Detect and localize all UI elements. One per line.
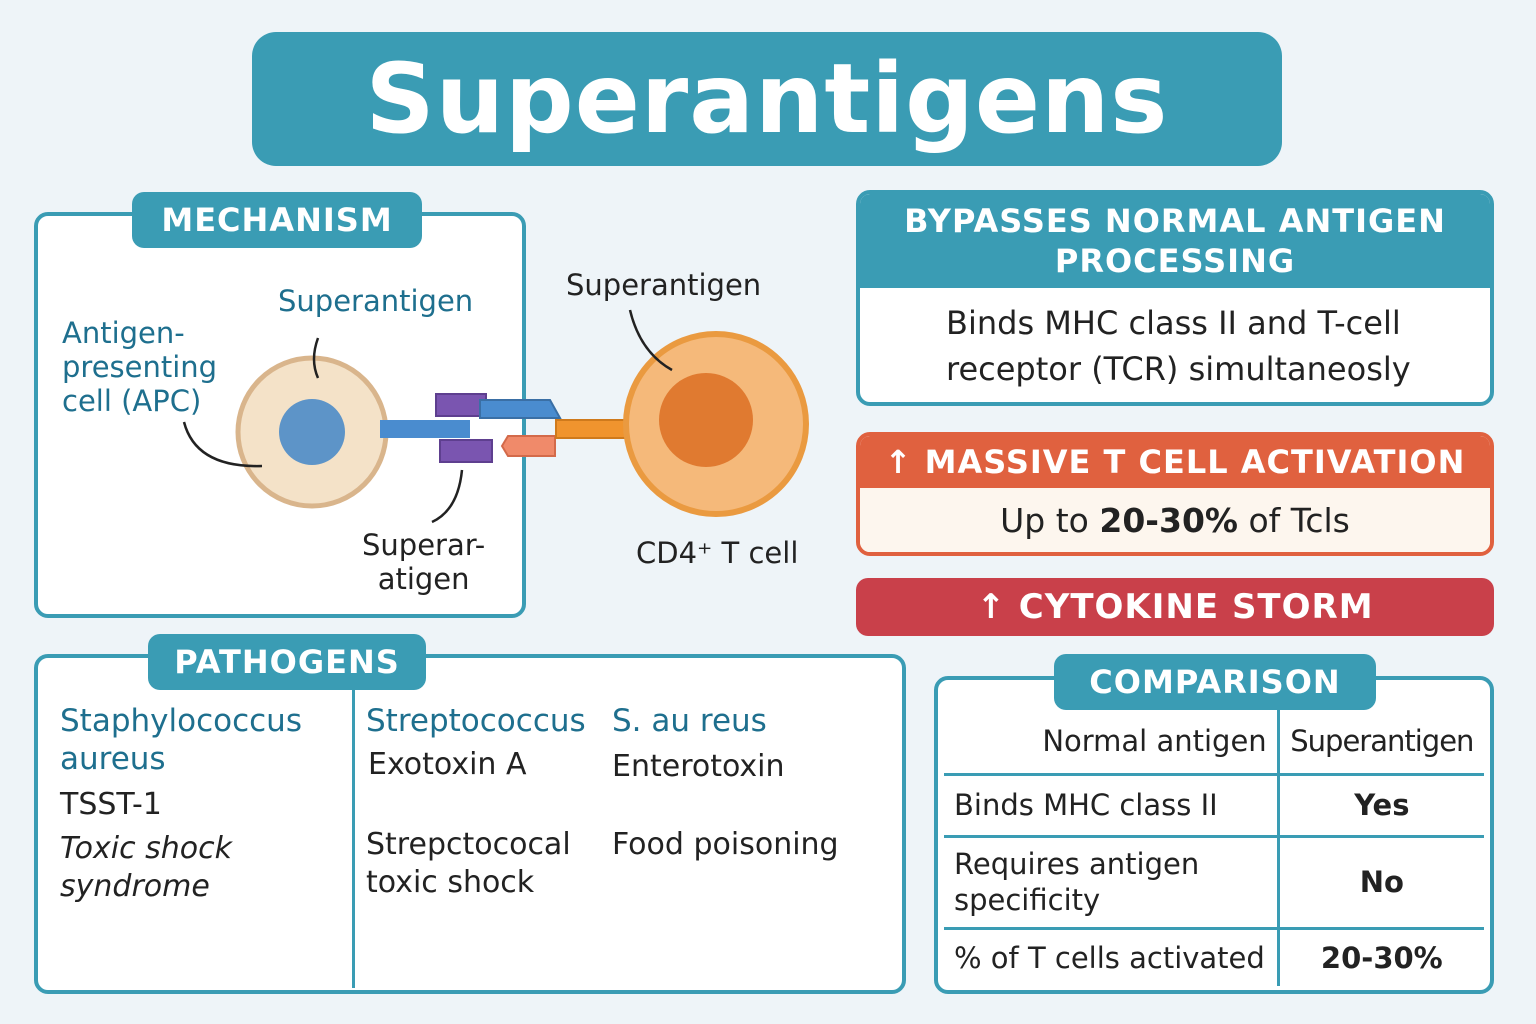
activation-body-prefix: Up to xyxy=(1000,500,1100,540)
comparison-header-super: Superantigen xyxy=(1276,710,1484,776)
apc-nucleus xyxy=(279,399,345,465)
comparison-row-value: No xyxy=(1276,834,1484,930)
table-row: % of T cells activated 20-30% xyxy=(944,926,1484,986)
pathogen-2-name: Streptococcus xyxy=(366,703,586,739)
superantigen-label-top: Superantigen xyxy=(278,284,474,318)
comparison-row-label: Binds MHC class II xyxy=(944,772,1280,838)
activation-card: ↑ MASSIVE T CELL ACTIVATION Up to 20-30%… xyxy=(856,432,1494,556)
pathogens-tab: PATHOGENS xyxy=(148,634,426,690)
activation-body-value: 20-30% xyxy=(1099,500,1238,540)
superantigen-label-bottom: Superar- atigen xyxy=(362,528,486,596)
tcell-label: CD4⁺ T cell xyxy=(636,536,799,570)
apc-label: Antigen- presenting cell (APC) xyxy=(62,316,218,418)
pathogen-1-name: Staphylococcus aureus xyxy=(60,703,302,777)
pathogen-2-disease: Strepctococal toxic shock xyxy=(366,827,571,900)
comparison-row-value: 20-30% xyxy=(1276,926,1484,986)
comparison-tab: COMPARISON xyxy=(1054,654,1376,710)
comparison-table: Normal antigen Superantigen Binds MHC cl… xyxy=(944,710,1484,986)
pathogen-3-disease: Food poisoning xyxy=(612,827,839,862)
superantigen-complex xyxy=(380,393,627,463)
comparison-tab-label: COMPARISON xyxy=(1089,663,1341,701)
pathogens-panel xyxy=(34,654,906,994)
tcell-nucleus xyxy=(659,373,753,467)
table-row: Requires antigen specificity No xyxy=(944,834,1484,930)
pathogen-3-name: S. au reus xyxy=(612,703,767,739)
activation-body: Up to 20-30% of Tcls xyxy=(860,488,1490,552)
activation-heading-bar: ↑ MASSIVE T CELL ACTIVATION xyxy=(860,436,1490,488)
title-banner: Superantigens xyxy=(252,32,1282,166)
page-title: Superantigens xyxy=(365,43,1169,155)
comparison-panel: Normal antigen Superantigen Binds MHC cl… xyxy=(934,676,1494,994)
mechanism-tab: MECHANISM xyxy=(132,192,422,248)
pathogens-divider xyxy=(352,684,355,988)
bypasses-body: Binds MHC class II and T-cell receptor (… xyxy=(946,304,1411,388)
comparison-row-label: Requires antigen specificity xyxy=(944,834,1280,930)
comparison-header-row: Normal antigen Superantigen xyxy=(944,710,1484,776)
pathogen-1-toxin: TSST-1 xyxy=(60,787,162,822)
bypasses-heading-bar: BYPASSES NORMAL ANTIGEN PROCESSING xyxy=(860,194,1490,288)
pathogen-2-toxin: Exotoxin A xyxy=(368,747,527,782)
bypasses-heading: BYPASSES NORMAL ANTIGEN PROCESSING xyxy=(904,202,1446,280)
pathogen-1-disease: Toxic shock syndrome xyxy=(60,831,232,904)
bypasses-card: BYPASSES NORMAL ANTIGEN PROCESSING Binds… xyxy=(856,190,1494,406)
pathogens-tab-label: PATHOGENS xyxy=(174,643,400,681)
cytokine-heading: ↑ CYTOKINE STORM xyxy=(976,587,1374,627)
table-row: Binds MHC class II Yes xyxy=(944,772,1484,838)
superantigen-label-right: Superantigen xyxy=(566,268,762,302)
mechanism-tab-label: MECHANISM xyxy=(161,201,393,239)
comparison-row-value: Yes xyxy=(1276,772,1484,838)
activation-heading: ↑ MASSIVE T CELL ACTIVATION xyxy=(884,443,1466,481)
activation-body-suffix: of Tcls xyxy=(1237,500,1350,540)
cytokine-storm-banner: ↑ CYTOKINE STORM xyxy=(856,578,1494,636)
comparison-header-normal: Normal antigen xyxy=(944,710,1280,776)
comparison-row-label: % of T cells activated xyxy=(944,926,1280,986)
pathogen-3-toxin: Enterotoxin xyxy=(612,749,785,784)
